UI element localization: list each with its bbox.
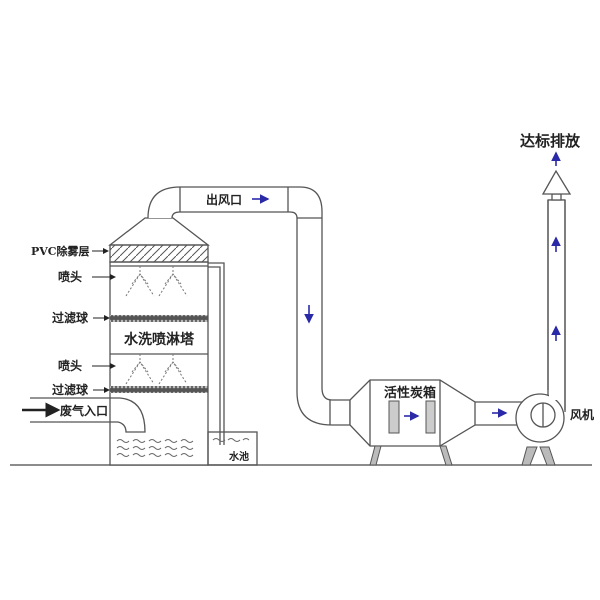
label-pvc-layer: PVC除雾层 [31,244,90,258]
carbon-box-legs [369,445,453,466]
inlet-duct [30,397,146,433]
water-pipe [208,262,225,445]
tower-hood [108,217,210,246]
label-filter-upper: 过滤球 [52,310,89,325]
label-pointers [92,248,116,393]
label-pool: 水池 [228,450,249,463]
spray-tower [108,217,210,466]
pvc-demister-layer [109,244,209,263]
label-inlet: 废气入口 [60,403,108,418]
label-outlet: 出风口 [206,192,242,207]
label-filter-lower: 过滤球 [52,382,89,397]
carbon-filter-2 [425,400,436,434]
fan [515,199,566,466]
label-fan: 风机 [570,407,594,422]
nozzles [125,266,188,385]
label-nozzle-lower: 喷头 [58,358,82,373]
water-pool [207,431,258,466]
label-carbon-box: 活性炭箱 [384,385,436,401]
label-tower: 水洗喷淋塔 [124,331,195,348]
carbon-filter-1 [388,400,400,434]
label-discharge: 达标排放 [520,132,581,150]
filter-ball-layer-upper [110,315,208,322]
water-waves [116,439,194,457]
stack-cap [541,169,572,201]
label-nozzle-upper: 喷头 [58,269,82,284]
filter-ball-layer-lower [110,386,208,393]
fan-inlet-duct [475,401,530,426]
